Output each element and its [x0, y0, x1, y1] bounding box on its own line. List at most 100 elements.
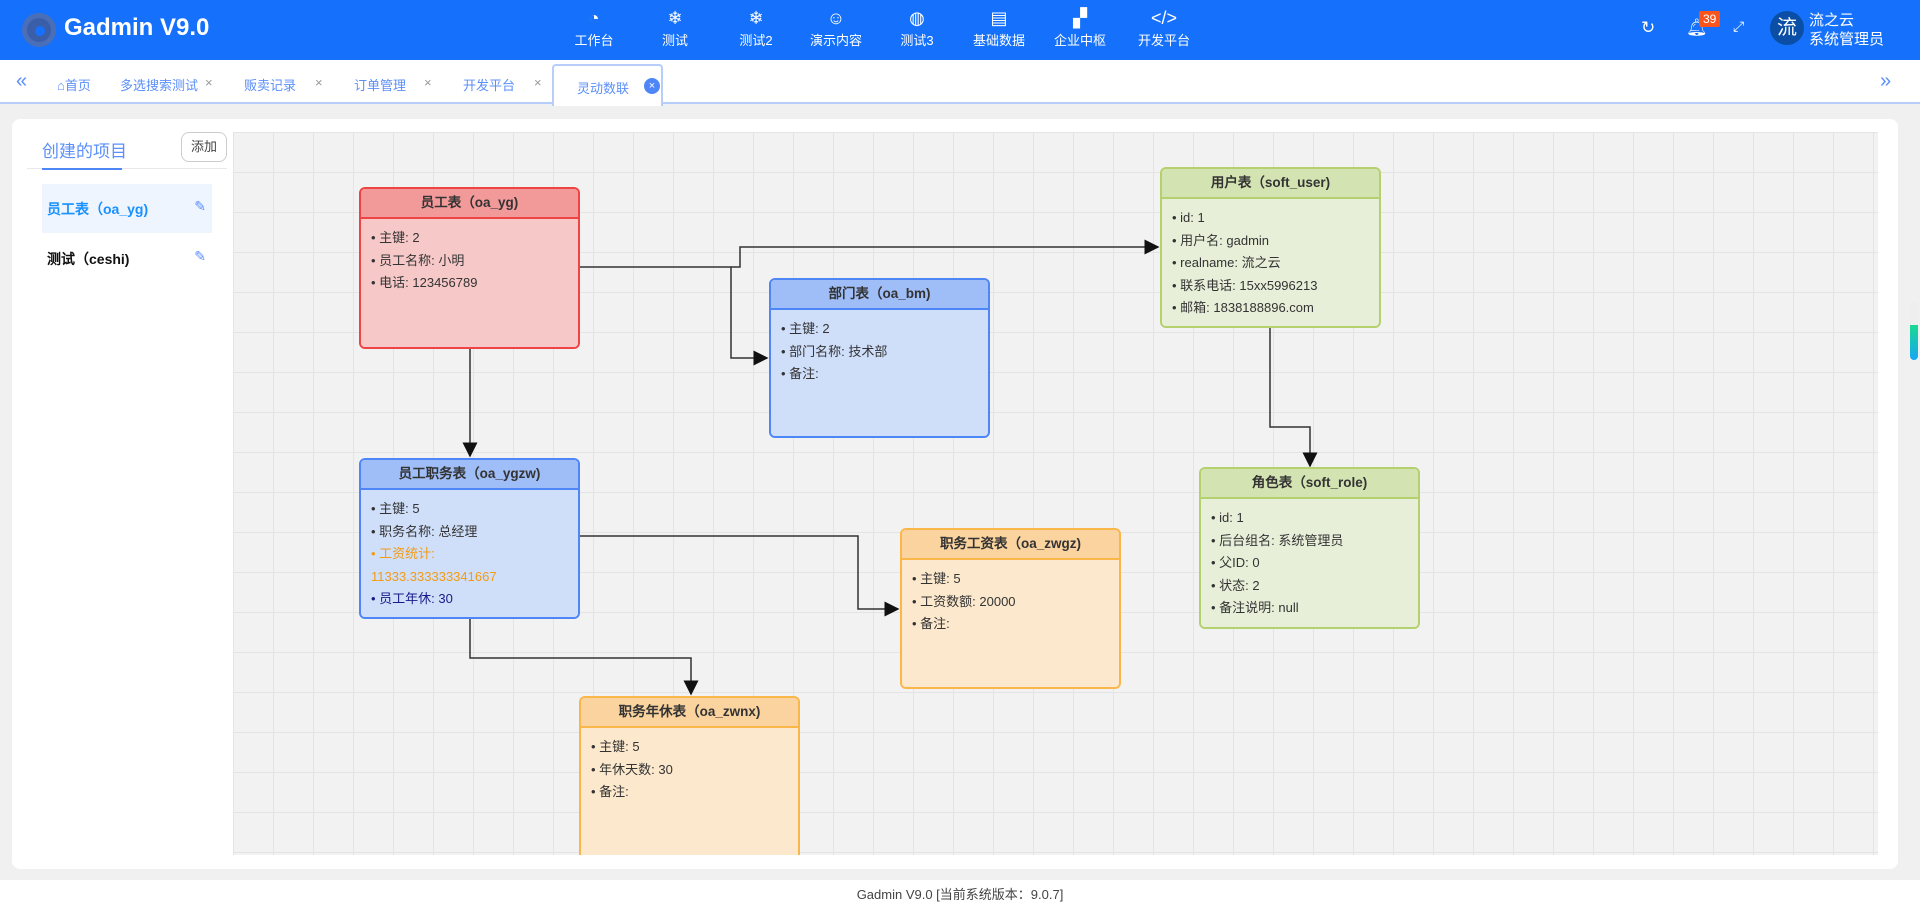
node-field: • 备注说明: null — [1211, 600, 1299, 615]
nav-demo[interactable]: ☺演示内容 — [796, 6, 876, 49]
node-field: • 主键: 2 — [781, 321, 830, 336]
table-node-oa-bm[interactable]: 部门表（oa_bm) • 主键: 2 • 部门名称: 技术部 • 备注: — [769, 278, 990, 438]
table-node-soft-role[interactable]: 角色表（soft_role)• id: 1• 后台组名: 系统管理员• 父ID:… — [1199, 467, 1420, 629]
node-field: • 员工年休: 30 — [371, 591, 453, 606]
dashboard-icon: ◔ — [588, 8, 600, 28]
tab-bar: « ⌂首页 多选搜索测试 × 贩卖记录 × 订单管理 × 开发平台 × 灵动数联… — [0, 60, 1920, 106]
node-field: • id: 1 — [1172, 210, 1205, 225]
close-icon[interactable]: × — [315, 75, 323, 90]
node-field: • 员工名称: 小明 — [371, 252, 465, 268]
user-role: 系统管理员 — [1809, 31, 1885, 48]
sidebar-item-label: 测试（ceshi) — [47, 251, 130, 267]
node-field: • 联系电话: 15xx5996213 — [1172, 277, 1318, 293]
close-icon[interactable]: × — [534, 75, 542, 90]
snowflake-icon: ❄ — [667, 8, 683, 28]
logo-icon — [22, 13, 56, 47]
node-title: 职务年休表（oa_zwnx) — [581, 698, 798, 728]
node-field: • 状态: 2 — [1211, 577, 1260, 593]
node-field: • 电话: 123456789 — [371, 275, 478, 290]
node-field: • id: 1 — [1211, 510, 1244, 525]
nav-dashboard[interactable]: ◔ 工作台 — [554, 6, 634, 49]
scroll-left-icon[interactable]: « — [16, 70, 28, 92]
tab-label: 首页 — [64, 78, 91, 93]
table-node-oa-yg[interactable]: 员工表（oa_yg) • 主键: 2 • 员工名称: 小明 • 电话: 1234567… — [359, 187, 580, 349]
close-icon[interactable]: × — [205, 75, 213, 90]
nav-base-data[interactable]: ▤ 基础数据 — [959, 6, 1039, 49]
nav-enterprise[interactable]: ▞ 企业中枢 — [1040, 6, 1120, 49]
tab-active[interactable]: 灵动数联 × — [552, 64, 663, 106]
node-title: 员工职务表（oa_ygzw) — [361, 460, 578, 490]
edit-icon[interactable]: ✎ — [194, 248, 206, 264]
nav-label: 开发平台 — [1137, 33, 1190, 48]
code-icon: </> — [1150, 8, 1178, 28]
node-field: • 备注: — [591, 784, 629, 799]
clipboard-icon: ▤ — [990, 8, 1008, 28]
edit-icon[interactable]: ✎ — [194, 198, 206, 214]
add-button[interactable]: 添加 — [181, 132, 227, 162]
node-field: • 父ID: 0 — [1211, 555, 1260, 570]
title-underline — [42, 168, 122, 170]
node-field: • 主键: 5 — [591, 739, 640, 754]
sidebar-item-oa-yg[interactable]: 员工表（oa_yg)✎ — [42, 184, 212, 233]
node-field: • realname: 流之云 — [1172, 255, 1281, 270]
node-field: • 主键: 5 — [912, 571, 961, 586]
tab-label: 灵动数联 — [577, 81, 630, 96]
user-info[interactable]: 流之云系统管理员 — [1809, 11, 1884, 49]
avatar[interactable]: 流 — [1770, 11, 1804, 45]
scroll-right-icon[interactable]: » — [1880, 70, 1892, 92]
tab-sales[interactable]: 贩卖记录 — [244, 78, 297, 93]
node-field: • 后台组名: 系统管理员 — [1211, 532, 1344, 548]
node-field-highlight: • 工资统计: — [371, 546, 435, 561]
nav-dev-platform[interactable]: </> 开发平台 — [1124, 6, 1204, 49]
table-node-oa-zwnx[interactable]: 职务年休表（oa_zwnx) • 主键: 5 • 年休天数: 30 • 备注: — [579, 696, 800, 855]
top-header: Gadmin V9.0 ◔ 工作台 ❄ 测试 ❄测试2 ☺演示内容 ◍ 测试3 ▤ 基础… — [0, 0, 1920, 60]
notification-badge: 39 — [1699, 11, 1721, 27]
node-field: • 主键: 2 — [371, 230, 420, 245]
node-field: • 邮箱: 1838188896.com — [1172, 300, 1314, 315]
node-field: • 主键: 5 — [371, 501, 420, 516]
close-icon[interactable]: × — [424, 75, 432, 90]
home-icon: ⌂ — [57, 78, 65, 93]
user-name: 流之云 — [1809, 12, 1855, 29]
footer-version: Gadmin V9.0 [当前系统版本：9.0.7] — [0, 880, 1920, 911]
node-field: • 工资数额: 20000 — [912, 593, 1016, 609]
node-field: • 职务名称: 总经理 — [371, 523, 478, 539]
apps-icon: ▞ — [1073, 8, 1087, 28]
table-node-soft-user[interactable]: 用户表（soft_user) • id: 1 • 用户名: gadmin • real… — [1160, 167, 1381, 328]
refresh-icon[interactable]: ↻ — [1641, 18, 1656, 37]
table-node-oa-zwgz[interactable]: 职务工资表（oa_zwgz) • 主键: 5 • 工资数额: 20000 • 备注: — [900, 528, 1121, 689]
node-field: • 用户名: gadmin — [1172, 232, 1270, 248]
node-title: 职务工资表（oa_zwgz) — [902, 530, 1119, 560]
node-title: 员工表（oa_yg) — [361, 189, 578, 219]
nav-label: 工作台 — [574, 33, 614, 48]
node-field: • 备注: — [781, 366, 819, 381]
smile-icon: ☺ — [826, 8, 846, 28]
brand-title: Gadmin V9.0 — [64, 14, 210, 41]
node-title: 部门表（oa_bm) — [771, 280, 988, 310]
nav-label: 测试2 — [739, 33, 773, 48]
nav-label: 测试 — [661, 33, 688, 48]
tab-multi-search[interactable]: 多选搜索测试 — [120, 78, 199, 93]
tab-home[interactable]: ⌂首页 — [57, 75, 91, 94]
tab-dev-platform[interactable]: 开发平台 — [463, 78, 516, 93]
fullscreen-icon[interactable]: ⤢ — [1733, 18, 1745, 34]
nav-label: 测试3 — [900, 33, 934, 48]
sidebar-title: 创建的项目 — [42, 142, 127, 161]
nav-label: 基础数据 — [972, 33, 1025, 48]
node-field-highlight: 11333.333333341667 — [371, 568, 497, 584]
tab-orders[interactable]: 订单管理 — [354, 78, 407, 93]
compass-icon: ◍ — [909, 8, 925, 28]
node-title: 用户表（soft_user) — [1162, 169, 1379, 199]
nav-test3[interactable]: ◍ 测试3 — [877, 6, 957, 49]
node-field: • 备注: — [912, 616, 950, 631]
nav-test2[interactable]: ❄测试2 — [716, 6, 796, 49]
node-field: • 部门名称: 技术部 — [781, 343, 888, 359]
scroll-indicator[interactable] — [1910, 302, 1918, 360]
node-field: • 年休天数: 30 — [591, 761, 673, 777]
sidebar-item-ceshi[interactable]: 测试（ceshi) ✎ — [42, 234, 212, 283]
nav-test[interactable]: ❄ 测试 — [635, 6, 715, 49]
close-circle-icon[interactable]: × — [644, 78, 660, 94]
divider — [27, 168, 227, 169]
nav-label: 企业中枢 — [1053, 33, 1106, 48]
table-node-oa-ygzw[interactable]: 员工职务表（oa_ygzw) • 主键: 5 • 职务名称: 总经理 • 工资统计: 1… — [359, 458, 580, 619]
